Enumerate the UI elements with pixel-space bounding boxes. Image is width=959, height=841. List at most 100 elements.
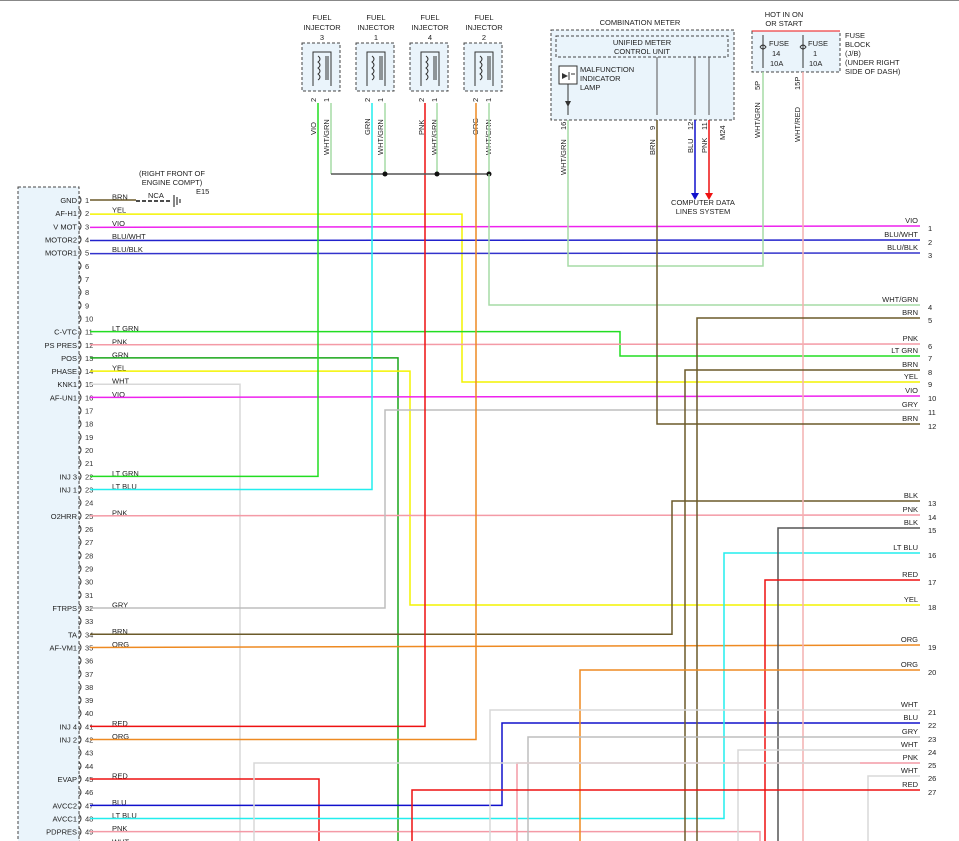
ecm-pin-number: 34 [85,630,93,639]
wires [89,72,921,841]
ecm-pin-hook [78,472,82,481]
ecm-pin-number: 45 [85,775,93,784]
ecm-signal-label: MOTOR2 [45,235,77,244]
ecm-pin-hook [78,221,82,231]
wire-r8 [684,369,920,841]
ecm-pin-hook [78,340,82,350]
injector-pwr-pin: 1 [430,98,439,102]
data-lines-line2: LINES SYSTEM [676,207,731,216]
right-wire-label: BRN [902,308,918,317]
wire-inj3 [90,103,319,478]
wire-ta [90,500,920,636]
ecm-pin-hook [78,511,82,521]
injector-line2: INJECTOR [411,23,449,32]
fuse-14-icon [759,35,767,68]
ecm-wire-label: LT BLU [112,482,137,491]
right-connector-number: 22 [928,721,936,730]
injector-sig-pin: 2 [471,98,480,102]
ecm-pin-hook [78,498,82,508]
ecm-pin-hook [78,748,82,758]
ecm-wire-label: RED [112,719,128,728]
ecm-wire-label: ORG [112,640,129,649]
right-wire-label: RED [902,780,918,789]
injector-sig-pin: 2 [363,98,372,102]
injector-number: 4 [428,33,432,42]
mil-line3: LAMP [580,83,600,92]
right-wire-label: GRY [902,727,918,736]
ecm-wire-label: GRN [112,350,129,359]
wire-af-vm1 [89,644,921,649]
ecm-pin-hook [78,248,82,257]
wire-meter-brn [656,120,920,425]
ecm-pin-hook [78,577,82,586]
mil-lamp-icon [558,65,578,115]
wire-af-h1 [90,213,920,383]
fuse2-num: 1 [813,49,817,58]
ecm-pin-hook [78,379,82,389]
meter-pin-number: 12 [686,122,695,130]
ecm-pin-number: 23 [85,486,93,495]
meter-wire-label: PNK [700,138,709,153]
right-wire-label: YEL [904,595,918,604]
ecm-wire-label: BLU [112,798,127,807]
ecm-wire-label: BRN [112,627,128,636]
ecm-pin-hook [78,314,82,323]
injector-pwr-pin: 1 [322,98,331,102]
injector-sig-wire: PNK [417,120,426,135]
ecm-pin-number: 31 [85,591,93,600]
wire-inj4 [90,103,426,728]
hot-line2: OR START [765,19,803,28]
ecm-pin-hook [78,458,82,468]
wire-o2hrr [89,514,921,517]
right-wire-label: YEL [904,372,918,381]
injector-coil-icon [479,55,483,81]
ecm-wire-label: YEL [112,364,126,373]
ecm-pin-number: 29 [85,564,93,573]
ecm-signal-label: AF-VM1 [49,643,77,652]
ecm-pin-number: 39 [85,696,93,705]
mil-line1: MALFUNCTION [580,65,634,74]
ecm-signal-label: EVAP [58,775,77,784]
wire-knk1 [90,383,241,841]
right-connector-number: 16 [928,551,936,560]
right-wire-label: BLK [904,518,918,527]
ecm-pin-number: 13 [85,354,93,363]
meter-pin-number: 11 [700,122,709,130]
right-connector-number: 13 [928,499,936,508]
ecm-signal-label: V MOT [53,222,77,231]
injector-coil-icon [371,55,375,81]
ecm-wire-label: VIO [112,390,125,399]
mil-line2: INDICATOR [580,74,621,83]
injector-pwr-pin: 1 [484,98,493,102]
ecm-signal-label: INJ 3 [59,472,77,481]
block-line3: (J/B) [845,49,861,58]
right-wire-label: BLU/BLK [887,243,918,252]
injector-sig-wire: VIO [309,122,318,135]
ecm-pin-number: 20 [85,446,93,455]
fuse-wire-right: WHT/RED [793,106,802,142]
fuse1-label: FUSE [769,39,789,48]
ecm-pin-hook [78,445,82,455]
ecm-pin-hook [78,208,82,218]
ecm-pin-number: 46 [85,788,93,797]
ecm-pin-number: 2 [85,209,89,218]
wire-ftrps [90,409,920,609]
ecm-signal-label: KNK1 [57,380,77,389]
ecm-signal-label: AF-H1 [55,209,77,218]
wire-r25 [516,762,920,841]
ecm-wire-label: ORG [112,732,129,741]
ecm-wire-label: VIO [112,219,125,228]
injector-number: 1 [374,33,378,42]
right-connector-number: 23 [928,735,936,744]
right-connector-number: 24 [928,748,936,757]
right-wire-label: BRN [902,414,918,423]
right-wire-label: WHT [901,700,918,709]
ecm-signal-label: AVCC1 [53,815,77,824]
ecm-pin-number: 40 [85,709,93,718]
injector-number: 2 [482,33,486,42]
ground-line2: ENGINE COMPT) [142,178,203,187]
ecm-pin-number: 41 [85,722,93,731]
wire-phase [90,370,920,606]
